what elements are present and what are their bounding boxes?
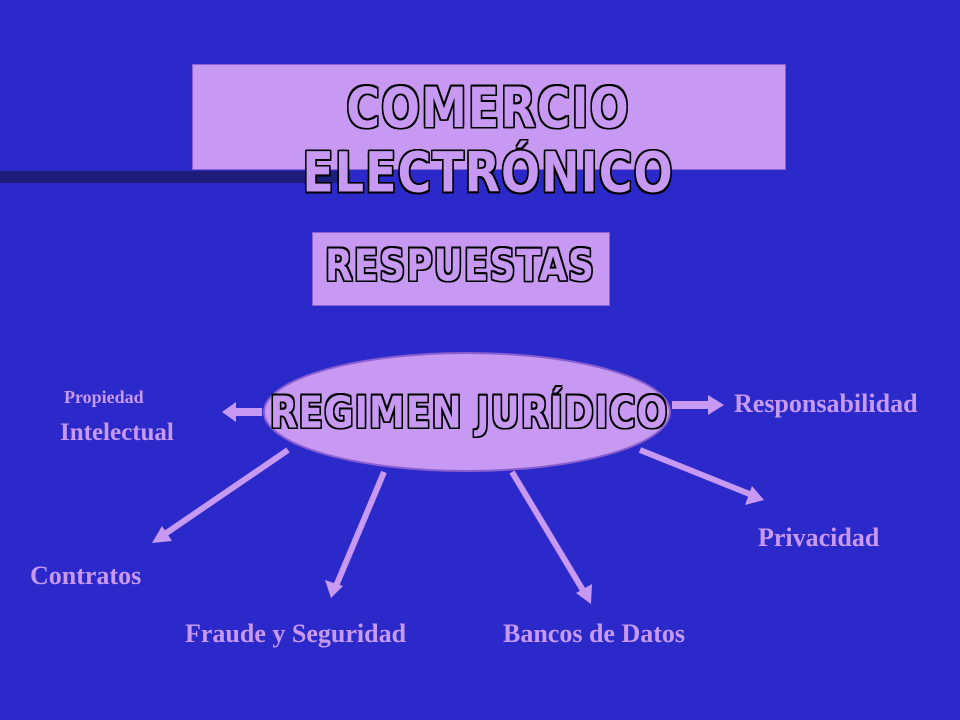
decorative-bar bbox=[0, 171, 350, 183]
arrow-contratos bbox=[160, 447, 290, 539]
center-ellipse bbox=[263, 352, 671, 472]
page-title: COMERCIO ELECTRÓNICO bbox=[302, 75, 674, 205]
label-responsabilidad: Responsabilidad bbox=[734, 389, 918, 418]
label-fraude: Fraude y Seguridad bbox=[185, 619, 407, 648]
arrowhead-intelectual bbox=[222, 402, 236, 422]
subtitle: RESPUESTAS bbox=[325, 241, 595, 292]
arrow-fraude bbox=[333, 470, 387, 588]
arrow-privacidad bbox=[638, 447, 754, 498]
label-contratos: Contratos bbox=[30, 561, 142, 590]
label-privacidad: Privacidad bbox=[758, 523, 880, 552]
label-bancos: Bancos de Datos bbox=[503, 619, 686, 648]
arrowhead-responsabilidad bbox=[708, 395, 724, 415]
arrow-bancos bbox=[509, 470, 587, 594]
arrowhead-privacidad bbox=[745, 486, 764, 505]
label-propiedad: Propiedad bbox=[64, 387, 144, 407]
arrowhead-contratos bbox=[152, 526, 172, 543]
center-label: REGIMEN JURÍDICO bbox=[269, 388, 669, 439]
title-box bbox=[192, 64, 786, 170]
label-intelectual: Intelectual bbox=[60, 419, 174, 446]
arrowhead-fraude bbox=[325, 580, 343, 598]
arrowhead-bancos bbox=[576, 584, 592, 604]
subtitle-box bbox=[312, 232, 610, 306]
